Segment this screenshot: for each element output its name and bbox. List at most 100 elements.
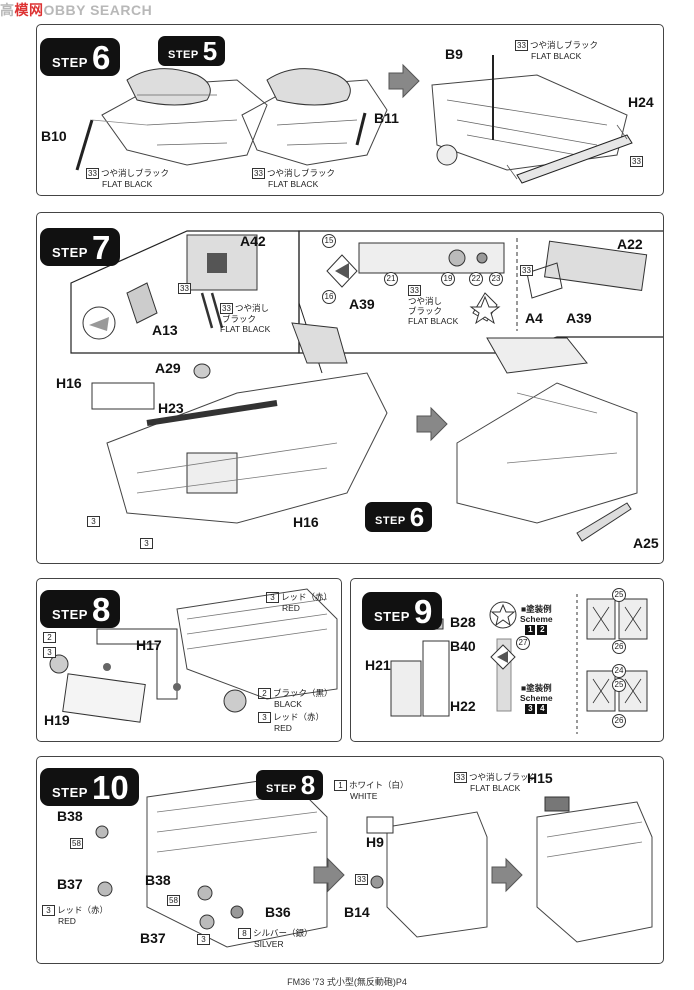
decal-19: 19	[441, 272, 455, 286]
paint-code: 3	[42, 905, 55, 917]
paint-code: 33	[86, 168, 99, 180]
paint-en: RED	[282, 603, 300, 614]
paint-en: FLAT BLACK	[102, 179, 153, 190]
watermark: 高模网OBBY SEARCH	[0, 0, 200, 22]
paint-en: FLAT BLACK	[531, 51, 582, 62]
paint-code: 3	[258, 712, 271, 724]
decal-24: 24	[612, 664, 626, 678]
paint-jp: つや消しブラック	[267, 168, 336, 178]
step10-badge-num: 10	[91, 768, 129, 806]
code-b38: 58	[70, 838, 83, 849]
label-h22: H22	[450, 698, 476, 714]
step8-illustration	[49, 588, 338, 723]
scheme-num: 1	[525, 625, 536, 635]
label-h15: H15	[527, 770, 553, 786]
step10-ref-badge-word: STEP	[266, 783, 297, 795]
paint-jp2: ブラック	[408, 306, 443, 317]
label-a39: A39	[349, 296, 375, 312]
step10-illustration	[95, 776, 653, 948]
step6-ref-badge-num: 5	[202, 36, 218, 66]
paint-en: BLACK	[274, 699, 302, 710]
step7-ref-badge-word: STEP	[375, 515, 406, 527]
paint-jp1: つや消し	[235, 303, 270, 313]
paint-jp: つや消しブラック	[101, 168, 170, 178]
step7-illustration	[70, 230, 663, 542]
label-b14: B14	[344, 904, 370, 920]
watermark-red: 模网	[14, 2, 44, 18]
decal-26a: 26	[612, 640, 626, 654]
scheme-word: Scheme	[520, 614, 553, 624]
label-b38b: B38	[145, 872, 171, 888]
paint-code: 33	[515, 40, 528, 52]
watermark-rest: OBBY SEARCH	[43, 2, 153, 18]
decal-27: 27	[516, 636, 530, 650]
watermark-prefix: 高	[0, 2, 15, 18]
decal-26b: 26	[612, 714, 626, 728]
step8-badge-word: STEP	[52, 606, 88, 622]
step9-badge-word: STEP	[374, 608, 410, 624]
paint-jp1: つや消し	[408, 296, 443, 307]
paint-code: 33	[252, 168, 265, 180]
step7-badge-word: STEP	[52, 244, 88, 260]
scheme-title: ■塗装例	[520, 683, 552, 693]
label-b40: B40	[450, 638, 476, 654]
label-a13: A13	[152, 322, 178, 338]
paint-jp: レッド（赤）	[273, 712, 325, 722]
label-h16: H16	[56, 375, 82, 391]
label-a42: A42	[240, 233, 266, 249]
step6-illustration	[75, 55, 633, 184]
paint-jp: レッド（赤）	[57, 905, 109, 915]
step9-illustration	[390, 594, 648, 734]
label-b37b: B37	[140, 930, 166, 946]
paint-en: RED	[274, 723, 292, 734]
decal-22: 22	[469, 272, 483, 286]
scheme-num: 4	[537, 704, 548, 714]
paint-jp2: ブラック	[222, 314, 257, 325]
label-h19: H19	[44, 712, 70, 728]
code-h16: 3	[87, 516, 100, 527]
scheme-num: 3	[525, 704, 536, 714]
decal-16: 16	[322, 290, 336, 304]
code-c2: 2	[43, 632, 56, 643]
code-bottom: 3	[140, 538, 153, 549]
step6-ref-badge-word: STEP	[168, 49, 199, 61]
paint-code: 33	[220, 303, 233, 315]
decal-15: 15	[322, 234, 336, 248]
label-b37: B37	[57, 876, 83, 892]
decal-25b: 25	[612, 678, 626, 692]
label-b28: B28	[450, 614, 476, 630]
paint-jp: ホワイト（白）	[349, 780, 409, 790]
step9-badge-num: 9	[413, 592, 433, 630]
step10-ref-badge-num: 8	[300, 770, 316, 800]
code-h24: 33	[630, 156, 643, 167]
paint-en: RED	[58, 916, 76, 927]
step10-panel	[36, 756, 664, 964]
paint-code: 1	[334, 780, 347, 792]
label-b11: B11	[374, 110, 399, 126]
label-a4: A4	[525, 310, 543, 326]
code-b38b: 58	[167, 895, 180, 906]
paint-en: SILVER	[254, 939, 284, 950]
paint-en: FLAT BLACK	[408, 316, 459, 327]
paint-code: 2	[258, 688, 271, 700]
paint-code: 33	[454, 772, 467, 784]
label-b9: B9	[445, 46, 463, 62]
paint-jp: シルバー（銀）	[253, 928, 313, 938]
paint-code: 8	[238, 928, 251, 940]
step10-badge-word: STEP	[52, 784, 88, 800]
code-a4: 33	[520, 265, 533, 276]
step6-badge-word: STEP	[52, 54, 88, 70]
